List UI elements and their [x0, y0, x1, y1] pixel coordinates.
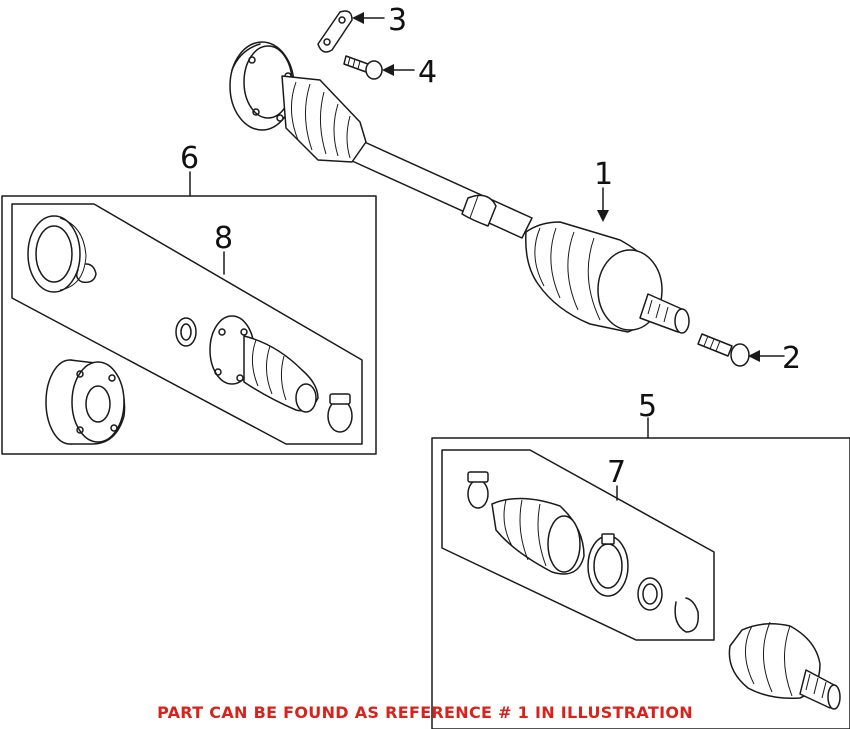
arrow-icon	[748, 350, 760, 362]
outer-cv-joint-part	[728, 621, 841, 710]
callout-3: 3	[388, 3, 407, 38]
inner-joint-kit-box	[1, 195, 377, 455]
lock-plate-part	[317, 10, 353, 53]
axle-shaft-assembly	[229, 41, 690, 334]
flange-bolt-part	[343, 55, 383, 80]
reference-note: PART CAN BE FOUND AS REFERENCE # 1 IN IL…	[157, 703, 693, 722]
arrow-icon	[382, 64, 394, 76]
arrow-icon	[597, 210, 609, 222]
callout-2: 2	[782, 341, 801, 376]
callout-8: 8	[214, 221, 233, 256]
hub-bolt-part	[697, 333, 750, 367]
callout-1: 1	[594, 157, 613, 192]
callout-5: 5	[638, 389, 657, 424]
callout-7: 7	[607, 455, 626, 490]
callout-6: 6	[180, 141, 199, 176]
inner-cv-joint-part	[45, 359, 126, 445]
outer-joint-kit-box	[431, 437, 850, 729]
arrow-icon	[352, 12, 364, 24]
callout-4: 4	[418, 55, 437, 90]
